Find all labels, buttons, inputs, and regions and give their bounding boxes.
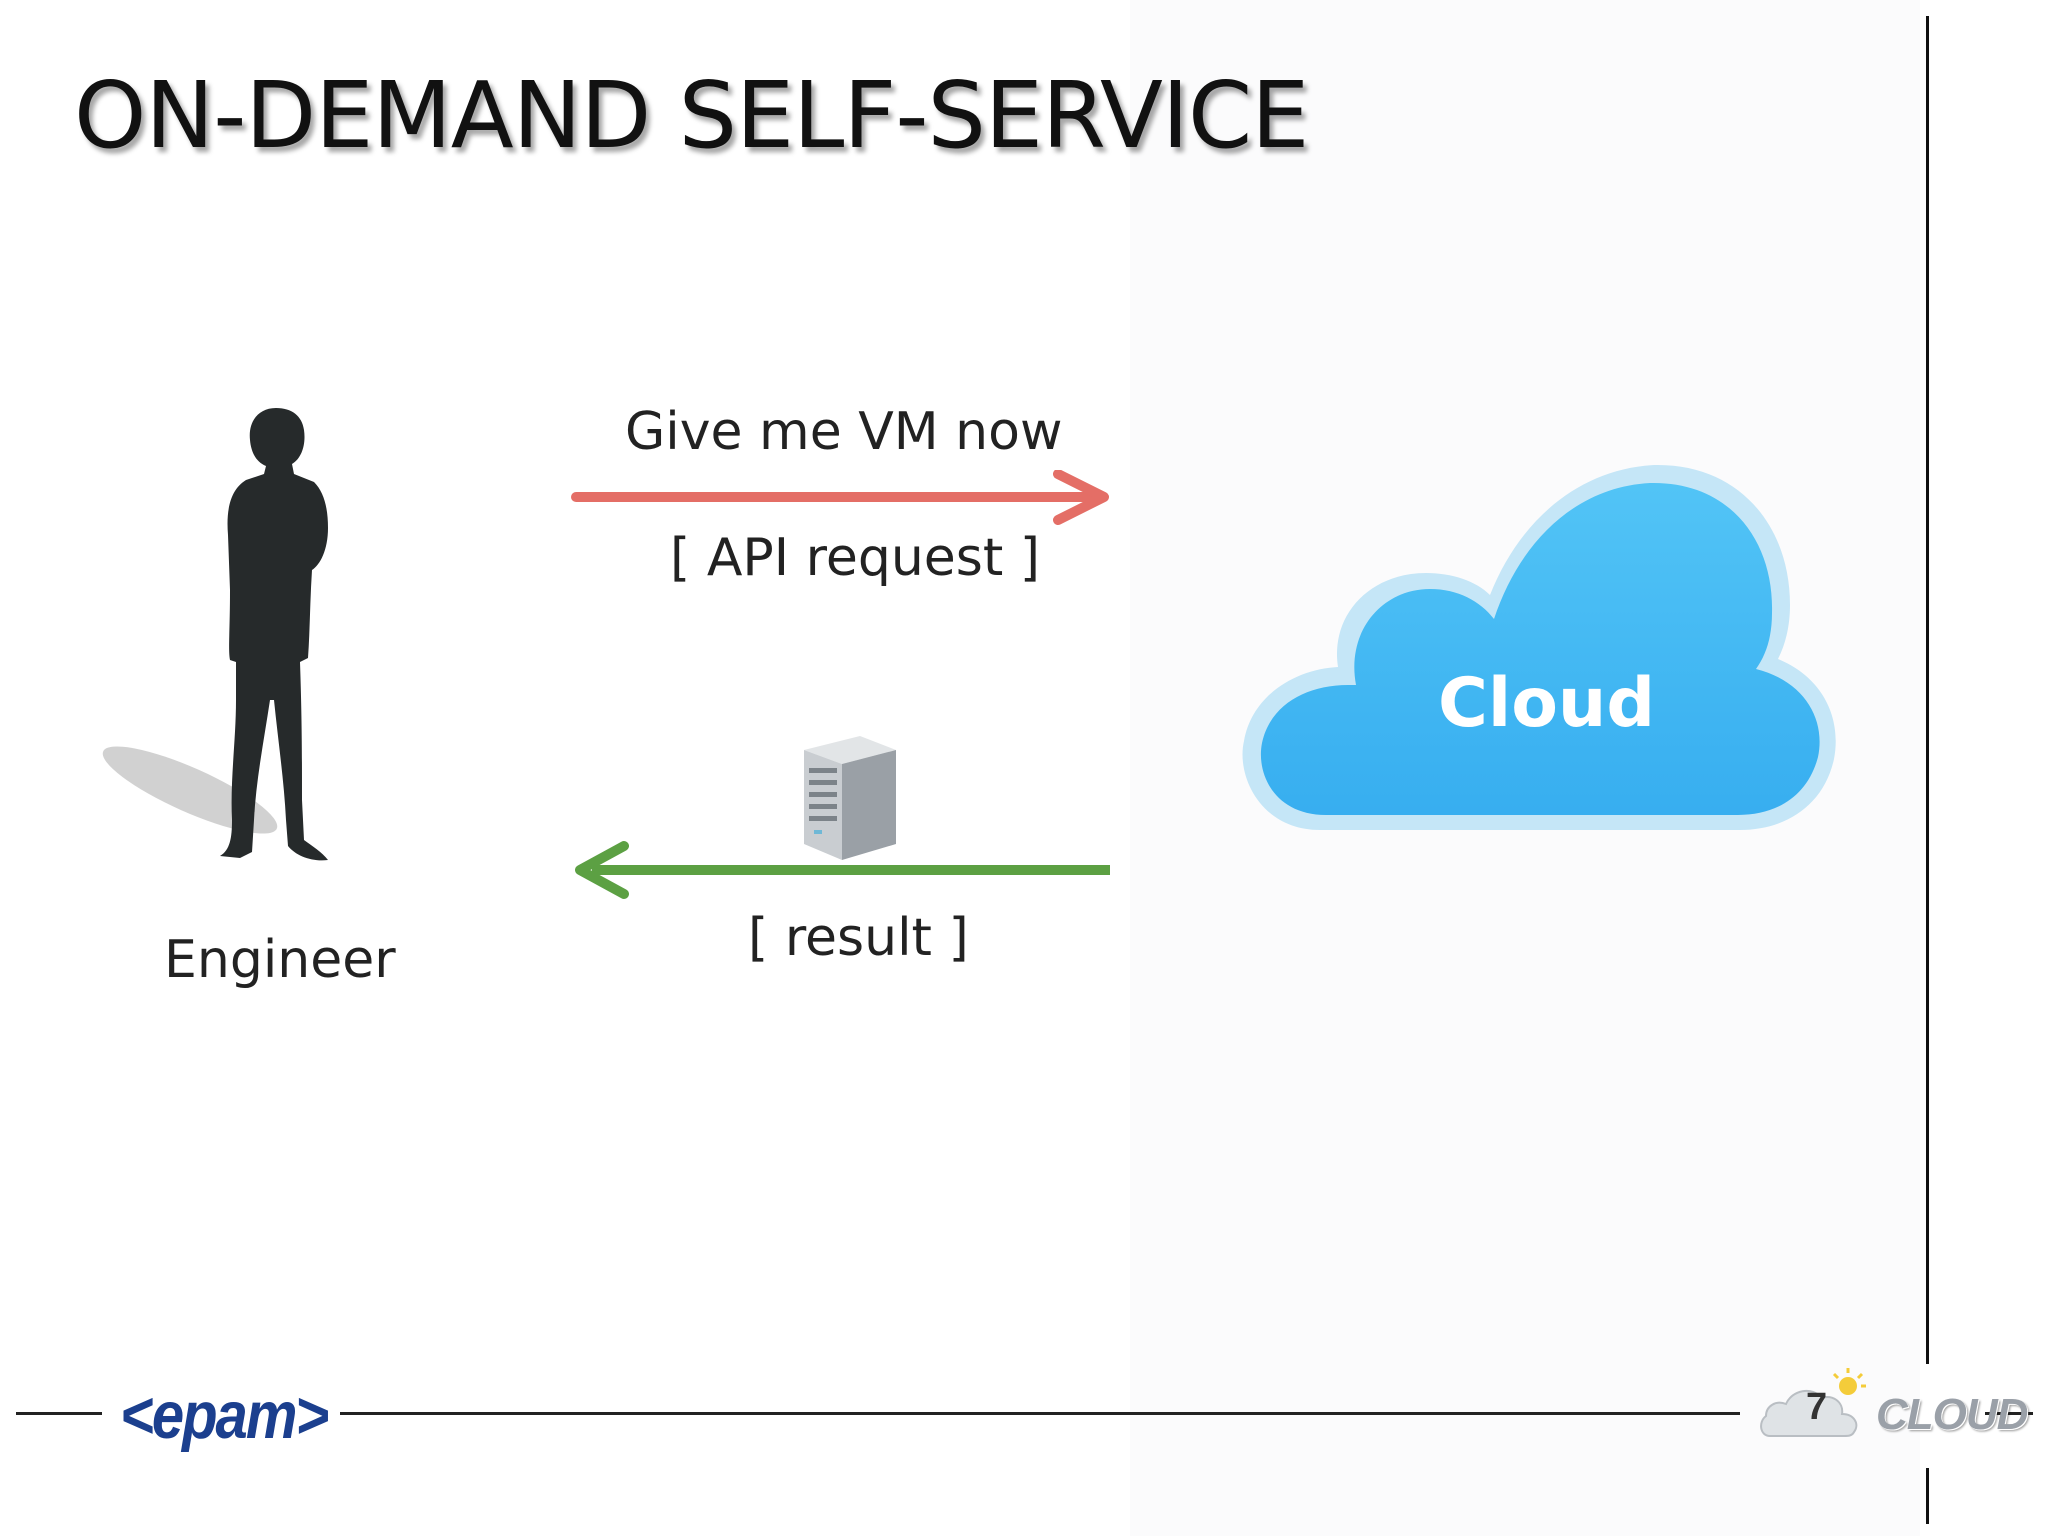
footer-brand-logo: CLOUD <box>1876 1390 2028 1439</box>
api-request-label: [ API request ] <box>670 528 1041 588</box>
server-icon <box>804 736 896 860</box>
page-number: 7 <box>1806 1386 1828 1428</box>
request-label: Give me VM now <box>625 402 1063 462</box>
cloud-label: Cloud <box>1438 664 1656 743</box>
engineer-figure <box>102 408 328 861</box>
right-border-line <box>1926 16 1929 1364</box>
cloud-shape <box>1242 464 1836 830</box>
result-arrow <box>575 841 1110 899</box>
slide-title: ON-DEMAND SELF-SERVICE <box>74 62 1309 169</box>
right-border-line-lower <box>1926 1468 1929 1524</box>
footer-rule-middle <box>340 1412 1740 1415</box>
epam-logo: <epam> <box>120 1378 329 1453</box>
footer-rule-left <box>16 1412 102 1415</box>
result-label: [ result ] <box>748 908 969 968</box>
footer-rule-right <box>1985 1412 2033 1415</box>
footer-cloud-badge-icon <box>1760 1368 1866 1437</box>
engineer-label: Engineer <box>164 930 396 990</box>
request-arrow <box>571 470 1109 525</box>
